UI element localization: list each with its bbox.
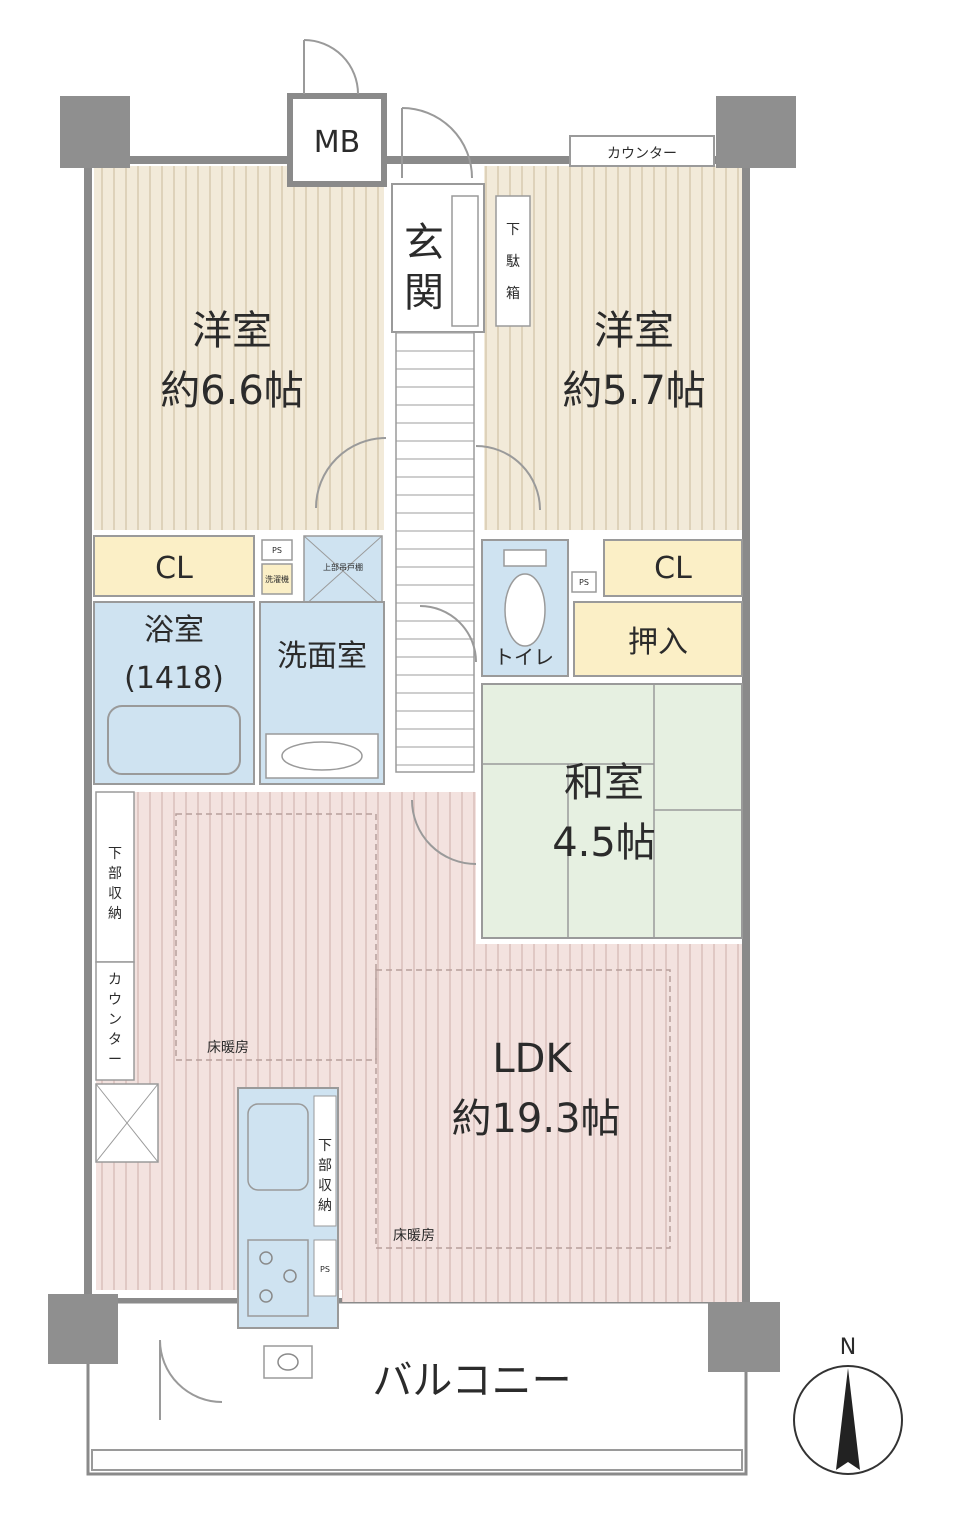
label-japanese-name: 和室 xyxy=(564,760,644,806)
label-washroom: 洗面室 xyxy=(277,639,367,674)
closet-right xyxy=(603,539,743,597)
pillar-tr xyxy=(716,96,796,168)
label-western-left-size: 約6.6帖 xyxy=(160,368,304,414)
counter-top xyxy=(569,135,715,167)
closet-left xyxy=(93,535,255,597)
label-counter-left-2: ウ xyxy=(108,992,122,1008)
stove xyxy=(247,1239,309,1317)
japanese-room xyxy=(481,683,743,939)
oshiire xyxy=(573,601,743,677)
label-closet-left: CL xyxy=(155,551,193,586)
label-lower-storage-1: 下 xyxy=(108,846,122,862)
label-kitchen-storage-4: 納 xyxy=(318,1198,332,1214)
label-toilet: トイレ xyxy=(494,645,554,669)
label-western-right-name: 洋室 xyxy=(594,308,674,354)
label-mb: MB xyxy=(314,125,360,160)
label-lower-storage-3: 収 xyxy=(108,886,122,902)
label-floor-heat-1: 床暖房 xyxy=(207,1040,249,1056)
pillar-br xyxy=(708,1302,780,1372)
label-counter-left-3: ン xyxy=(108,1012,122,1028)
label-oshiire: 押入 xyxy=(628,625,688,660)
label-shoebox-1: 下 xyxy=(506,222,520,238)
label-balcony: バルコニー xyxy=(372,1358,571,1404)
shoe-box xyxy=(495,195,531,327)
label-kitchen-storage-1: 下 xyxy=(318,1138,332,1154)
pillar-bl xyxy=(48,1294,118,1364)
compass-icon: N xyxy=(793,1335,903,1475)
western-room-left xyxy=(94,166,384,530)
toilet-bowl xyxy=(504,573,546,647)
label-lower-storage-4: 納 xyxy=(108,906,122,922)
label-counter-top: カウンター xyxy=(607,146,677,162)
label-closet-right: CL xyxy=(654,551,692,586)
corridor xyxy=(395,331,475,773)
label-shoebox-3: 箱 xyxy=(506,286,520,302)
label-western-right-size: 約5.7帖 xyxy=(562,368,706,414)
label-floor-heat-2: 床暖房 xyxy=(393,1228,435,1244)
label-ps-kitchen: PS xyxy=(320,1265,330,1274)
label-ps-1: PS xyxy=(272,546,282,555)
label-bath-size: (1418) xyxy=(124,661,224,696)
label-ldk-name: LDK xyxy=(492,1036,573,1082)
label-ps-2: PS xyxy=(579,578,589,587)
counter-left xyxy=(95,961,135,1081)
bathtub xyxy=(107,705,241,775)
label-western-left-name: 洋室 xyxy=(192,308,272,354)
label-japanese-size: 4.5帖 xyxy=(552,820,656,866)
kitchen-sink xyxy=(247,1103,309,1191)
label-entrance-2: 関 xyxy=(404,270,444,316)
compass-north-label: N xyxy=(840,1335,856,1360)
drain xyxy=(263,1345,313,1379)
label-counter-left-4: タ xyxy=(108,1032,122,1048)
label-tank: 洗濯機 xyxy=(265,574,289,584)
label-kitchen-storage-2: 部 xyxy=(318,1158,332,1174)
label-ldk-size: 約19.3帖 xyxy=(451,1096,620,1142)
balcony-rail xyxy=(91,1449,743,1471)
meter-box xyxy=(287,93,387,187)
label-counter-left-5: ー xyxy=(108,1052,122,1068)
label-shoebox-2: 駄 xyxy=(506,254,520,270)
label-kitchen-storage-3: 収 xyxy=(318,1178,332,1194)
label-bath-name: 浴室 xyxy=(144,613,204,648)
label-lower-storage-2: 部 xyxy=(108,866,122,882)
label-entrance-1: 玄 xyxy=(404,220,444,266)
label-counter-left-1: カ xyxy=(108,972,122,988)
pillar-tl xyxy=(60,96,130,168)
lower-storage-left xyxy=(95,791,135,963)
label-washer: 上部吊戸棚 xyxy=(323,562,363,572)
shoe-box-doors xyxy=(451,195,479,327)
